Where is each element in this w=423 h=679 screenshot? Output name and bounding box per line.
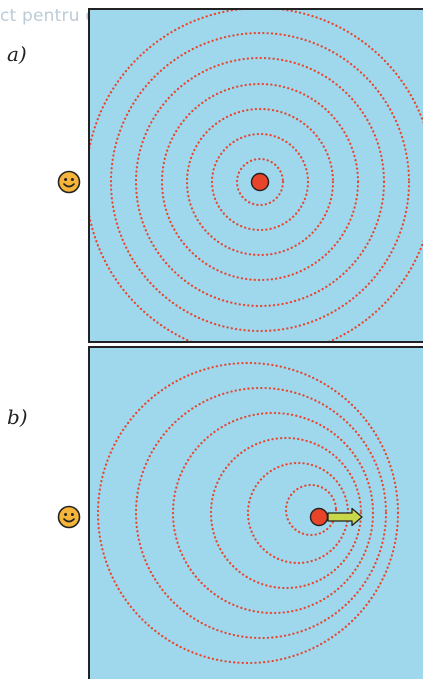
- wave-source: [309, 507, 329, 527]
- smiley-face-icon: [57, 505, 81, 529]
- panel-a-stationary-source: [88, 8, 423, 343]
- smiley-face-icon: [57, 170, 81, 194]
- wavefront-ring: [284, 483, 338, 537]
- arrow-right-icon: [327, 507, 363, 527]
- panel-b-label: b): [7, 405, 28, 429]
- wave-diagram-a: [90, 10, 423, 341]
- panel-a-label: a): [7, 42, 27, 66]
- wavefront-ring: [160, 82, 360, 282]
- wavefront-ring: [134, 386, 388, 640]
- wavefront-ring: [209, 436, 363, 590]
- wavefront-ring: [134, 56, 386, 308]
- wavefront-ring: [185, 107, 335, 257]
- wavefront-ring: [235, 157, 285, 207]
- wavefront-ring: [210, 132, 310, 232]
- wave-diagram-b: [96, 361, 400, 665]
- wavefront-ring: [96, 361, 400, 665]
- wavefront-ring: [171, 411, 375, 615]
- wave-source: [250, 172, 270, 192]
- panel-b-moving-source: [88, 346, 423, 679]
- wavefront-ring: [109, 31, 411, 333]
